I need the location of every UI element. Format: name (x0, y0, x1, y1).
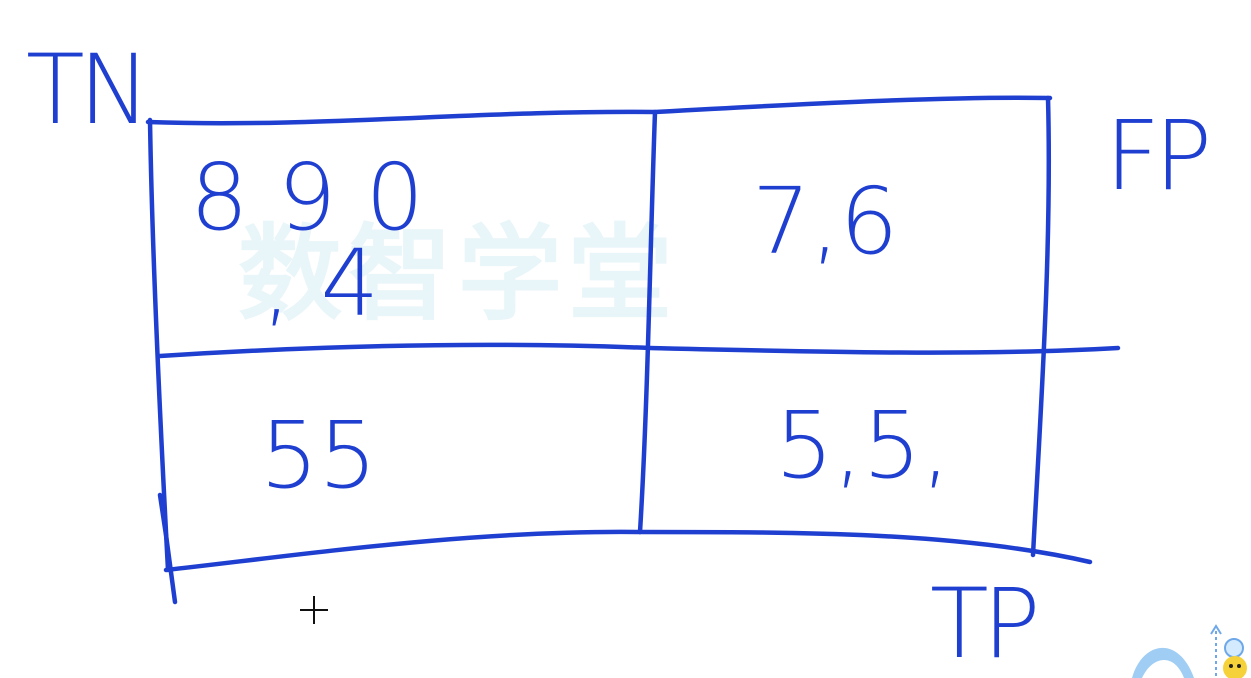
grid-left-border (147, 117, 171, 573)
cell-top-right: 7,6 (752, 168, 899, 275)
cell-top-left-line2: , 4 (262, 230, 380, 337)
grid-middle-vertical (637, 109, 658, 535)
grid-right-border (1030, 95, 1052, 558)
label-tn: TN (26, 34, 150, 146)
grid-bottom-border-left (163, 529, 643, 573)
label-fp: FP (1105, 100, 1212, 212)
cell-bottom-right: 5,5, (775, 392, 951, 499)
grid-middle-horizontal (157, 342, 1121, 359)
crosshair-cursor-icon (300, 596, 328, 624)
grid-left-border-tail (157, 492, 178, 605)
assistant-mascot-icon[interactable] (1130, 620, 1251, 678)
grid-bottom-border-right (637, 529, 1093, 565)
watermark-text: 数智学堂 (238, 213, 679, 335)
label-tp: TP (930, 568, 1041, 678)
cell-bottom-left: 55 (260, 402, 378, 509)
grid-top-border (145, 95, 1053, 126)
cell-top-left-line1: 8 9 0 (190, 144, 425, 251)
